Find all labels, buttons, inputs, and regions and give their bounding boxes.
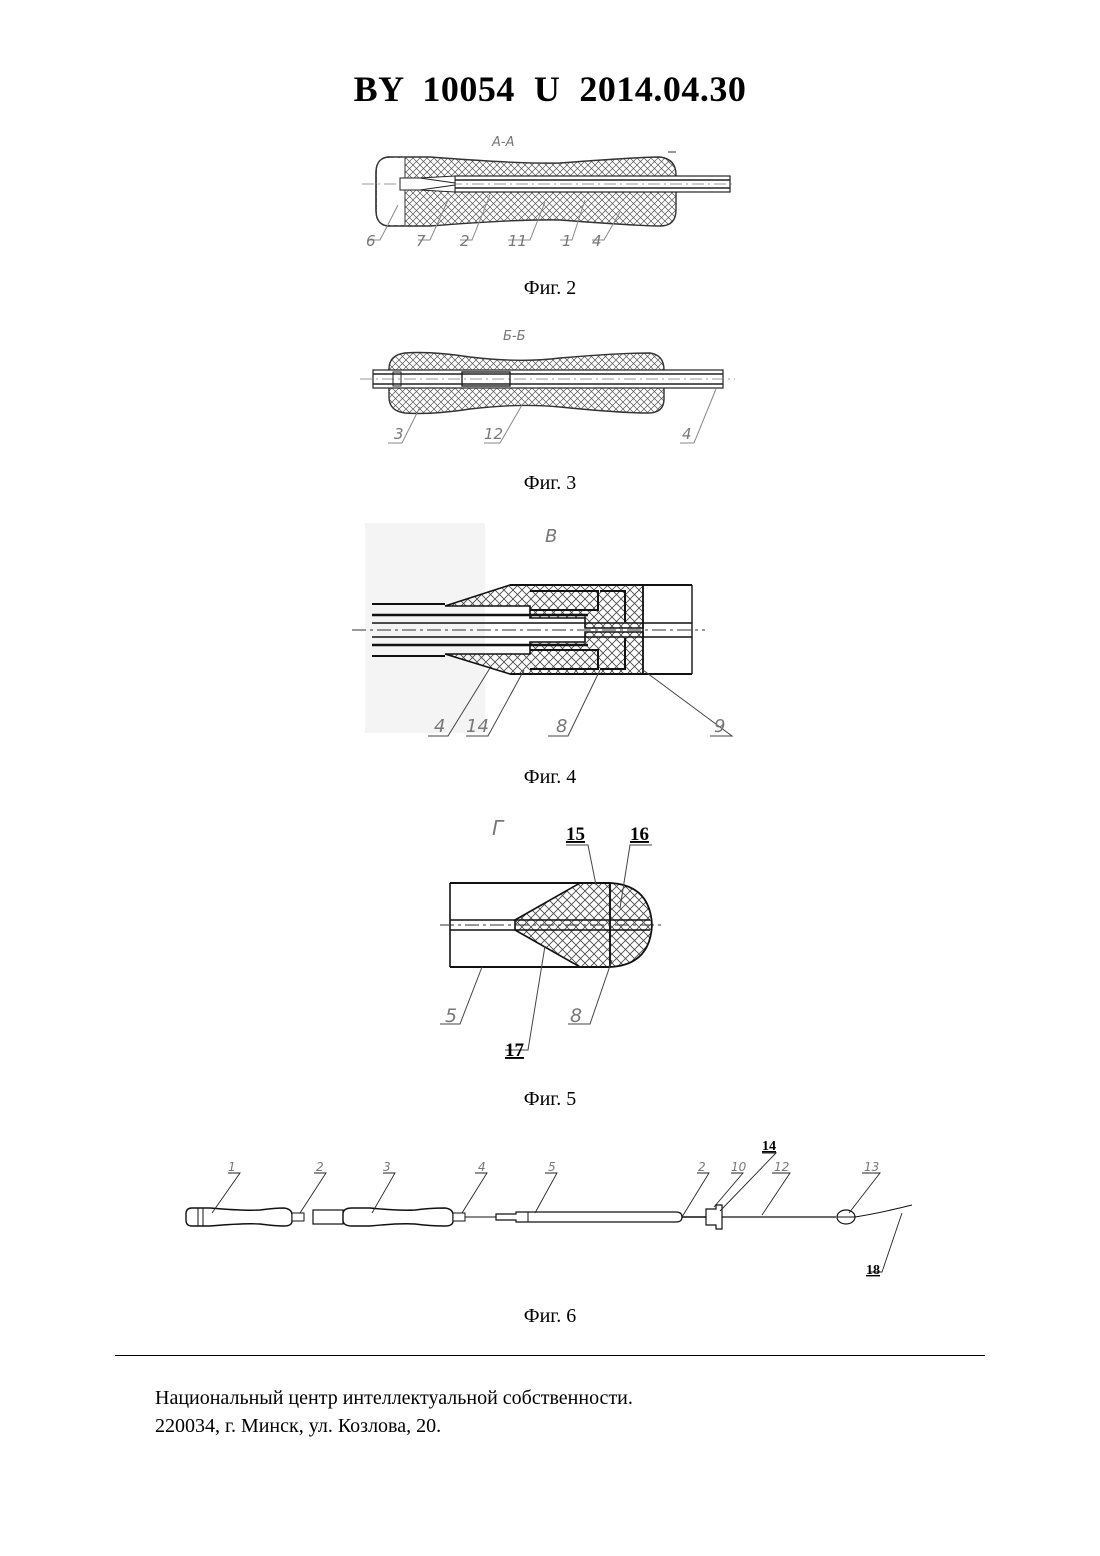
label-11: 11 bbox=[508, 232, 527, 250]
figure-5-caption: Фиг. 5 bbox=[0, 1088, 1100, 1111]
label-4: 4 bbox=[478, 1160, 486, 1174]
label-3: 3 bbox=[394, 425, 404, 443]
figure-6-caption: Фиг. 6 bbox=[0, 1305, 1100, 1328]
label-2: 2 bbox=[316, 1160, 324, 1174]
figure-3-drawing: Б-Б 3 12 4 bbox=[0, 325, 1100, 455]
document-header: BY 10054 U 2014.04.30 bbox=[0, 68, 1100, 110]
label-8: 8 bbox=[570, 1005, 582, 1027]
label-4: 4 bbox=[682, 425, 692, 443]
rod-5 bbox=[496, 1212, 682, 1222]
label-18: 18 bbox=[866, 1263, 880, 1278]
label-6: 6 bbox=[366, 232, 376, 250]
section-label-a-a: А-А bbox=[491, 135, 514, 150]
label-14: 14 bbox=[762, 1139, 776, 1154]
label-2: 2 bbox=[460, 232, 470, 250]
label-7: 7 bbox=[416, 232, 426, 250]
label-3: 3 bbox=[383, 1160, 391, 1174]
figure-3-caption: Фиг. 3 bbox=[0, 472, 1100, 495]
label-2-second: 2 bbox=[698, 1160, 706, 1174]
section-label-g: Г bbox=[492, 816, 505, 840]
label-16: 16 bbox=[630, 824, 649, 845]
figure-2-drawing: А-А 6 7 2 11 1 4 bbox=[0, 130, 1100, 260]
label-4: 4 bbox=[592, 232, 602, 250]
footer-line-1: Национальный центр интеллектуальной собс… bbox=[155, 1384, 633, 1412]
label-8: 8 bbox=[556, 716, 567, 737]
figure-5-drawing: Г 15 16 5 8 17 bbox=[0, 810, 1100, 1070]
label-12: 12 bbox=[484, 425, 503, 443]
figure-4-drawing: В 4 14 8 9 bbox=[0, 518, 1100, 748]
label-14: 14 bbox=[466, 716, 489, 737]
handle-3 bbox=[343, 1208, 453, 1226]
footer-line-2: 220034, г. Минск, ул. Козлова, 20. bbox=[155, 1412, 633, 1440]
label-15: 15 bbox=[566, 824, 585, 845]
handle-1 bbox=[186, 1208, 292, 1226]
label-5: 5 bbox=[445, 1005, 457, 1027]
publisher-footer: Национальный центр интеллектуальной собс… bbox=[155, 1384, 633, 1440]
figure-4-caption: Фиг. 4 bbox=[0, 766, 1100, 789]
figure-2-caption: Фиг. 2 bbox=[0, 277, 1100, 300]
label-12: 12 bbox=[774, 1160, 789, 1174]
label-5: 5 bbox=[548, 1160, 556, 1174]
section-label-v: В bbox=[545, 526, 557, 547]
section-label-b-b: Б-Б bbox=[503, 329, 526, 344]
label-4: 4 bbox=[434, 716, 445, 737]
label-10: 10 bbox=[731, 1160, 747, 1174]
label-1: 1 bbox=[228, 1160, 236, 1174]
figure-6-drawing: 1 2 3 4 5 2 10 12 13 14 18 bbox=[0, 1135, 1100, 1285]
label-17: 17 bbox=[505, 1040, 525, 1061]
label-1: 1 bbox=[562, 232, 572, 250]
footer-divider bbox=[115, 1355, 985, 1356]
label-13: 13 bbox=[864, 1160, 879, 1174]
label-9: 9 bbox=[714, 716, 725, 737]
